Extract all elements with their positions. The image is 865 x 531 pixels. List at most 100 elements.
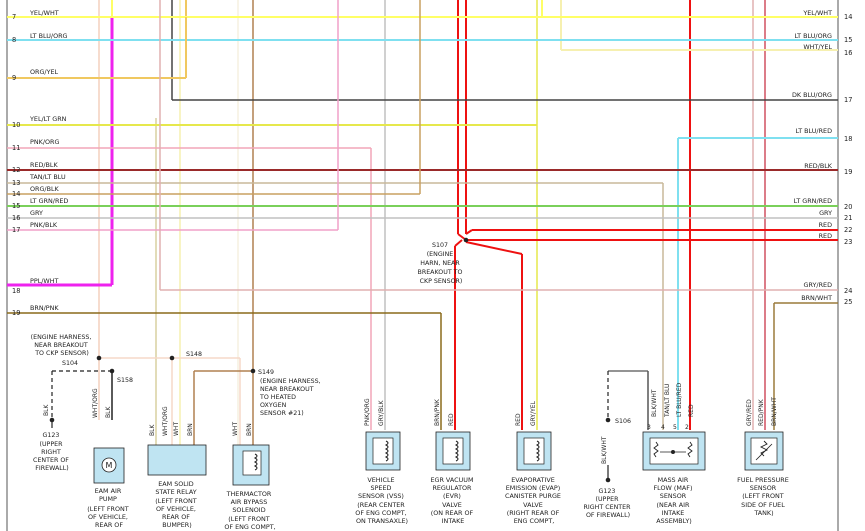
pin-label: BRN/PNK <box>434 398 441 426</box>
row-num-left: 15 <box>12 202 20 210</box>
pin-label: RED <box>515 413 522 426</box>
solenoid-coil-icon <box>535 440 540 462</box>
row-num-left: 14 <box>12 190 20 198</box>
pin-label: BLK/WHT <box>601 436 608 464</box>
row-num-right: 19 <box>844 168 852 176</box>
row-num-left: 16 <box>12 214 20 222</box>
sensor-coil-icon <box>384 440 389 462</box>
s106-label: S106 <box>615 418 631 425</box>
row-num-left: 13 <box>12 179 20 187</box>
splice-dots <box>49 237 611 423</box>
component-label: EAM AIR PUMP (LEFT FRONT OF VEHICLE, REA… <box>87 487 130 529</box>
pin-label: WHT/ORG <box>162 406 169 436</box>
pin-label: WHT/ORG <box>92 388 99 418</box>
eng-harness-note: (ENGINE HARNESS, NEAR BREAKOUT TO CKP SE… <box>31 334 94 357</box>
eam-air-pump: M EAM AIR PUMP (LEFT FRONT OF VEHICLE, R… <box>87 447 130 529</box>
egr-vacuum-regulator: EGR VACUUM REGULATOR (EVR) VALVE (ON REA… <box>430 431 475 525</box>
ground-symbols <box>51 420 611 483</box>
splice-notes: S107 (ENGINE HARN, NEAR BREAKOUT TO CKP … <box>31 242 633 519</box>
wire-label-right: LT GRN/RED <box>794 197 832 205</box>
pin-number: 5 <box>673 424 677 431</box>
component-label: MASS AIR FLOW (MAF) SENSOR (NEAR AIR INT… <box>654 476 695 525</box>
pin-labels: BLK WHT/ORG BLK BLK WHT/ORG WHT BRN WHT … <box>43 382 778 464</box>
pin-label: GRY/RED <box>746 399 753 426</box>
fuel-pressure-sensor: FUEL PRESSURE SENSOR (LEFT FRONT SIDE OF… <box>737 431 791 517</box>
row-num-left: 11 <box>12 144 20 152</box>
component-label: THERMACTOR AIR BYPASS SOLENOID (LEFT FRO… <box>224 490 275 531</box>
wire-label-left: PNK/ORG <box>30 138 59 146</box>
left-wire-labels: 7 YEL/WHT 8 LT BLU/ORG 9 ORG/YEL 10 YEL/… <box>12 9 68 317</box>
resistor-icon <box>653 441 659 458</box>
resistor-icon <box>687 441 693 458</box>
row-num-left: 7 <box>12 13 16 21</box>
wire-label-left: YEL/LT GRN <box>29 115 67 123</box>
pin-label: BRN/WHT <box>771 397 778 426</box>
wire-label-right: YEL/WHT <box>802 9 832 17</box>
variable-resistor-icon <box>759 440 769 457</box>
wire-label-left: ORG/BLK <box>30 185 60 193</box>
pin-label: BLK <box>149 424 156 436</box>
pin-label: BLK/WHT <box>651 389 658 417</box>
row-num-left: 10 <box>12 121 20 129</box>
wire-label-right: BRN/WHT <box>801 294 832 302</box>
row-num-right: 16 <box>844 49 852 57</box>
pin-label: BLK <box>105 406 112 418</box>
s107-note: S107 (ENGINE HARN, NEAR BREAKOUT TO CKP … <box>418 242 465 285</box>
s148-label: S148 <box>186 351 202 358</box>
right-wire-labels: YEL/WHT 14 LT BLU/ORG 15 WHT/YEL 16 DK B… <box>792 9 852 306</box>
wire-label-left: LT GRN/RED <box>30 197 68 205</box>
wire-label-right: LT BLU/ORG <box>795 32 833 40</box>
component-label: FUEL PRESSURE SENSOR (LEFT FRONT SIDE OF… <box>737 476 791 517</box>
wire-label-left: RED/BLK <box>30 161 58 169</box>
vertical-wires <box>98 0 775 445</box>
pin-label: BRN <box>246 423 253 436</box>
row-num-left: 18 <box>12 287 20 295</box>
pin-label: RED/PNK <box>758 398 765 426</box>
row-num-left: 19 <box>12 309 20 317</box>
g123-left-note: G123 (UPPER RIGHT CENTER OF FIREWALL) <box>33 432 71 472</box>
wire-label-left: PNK/BLK <box>30 221 58 229</box>
pin-label: RED <box>688 404 695 417</box>
component-label: EGR VACUUM REGULATOR (EVR) VALVE (ON REA… <box>430 476 475 525</box>
motor-symbol: M <box>106 461 113 470</box>
component-label: EVAPORATIVE EMISSION (EVAP) CANISTER PUR… <box>505 476 563 525</box>
pin-label: LT BLU/RED <box>676 382 683 417</box>
horizontal-wires <box>7 0 838 445</box>
s104-label: S104 <box>62 360 78 367</box>
wire-label-right: LT BLU/RED <box>796 127 833 135</box>
pin-number: 4 <box>661 424 665 431</box>
wire-label-left: YEL/WHT <box>29 9 59 17</box>
row-num-right: 20 <box>844 203 852 211</box>
pin-label: PNK/ORG <box>364 398 371 426</box>
wire-label-right: GRY/RED <box>804 281 833 289</box>
pin-number: 3 <box>647 424 651 431</box>
pin-label: BLK <box>43 404 50 416</box>
row-num-right: 22 <box>844 226 852 234</box>
wire-label-left: GRY <box>30 209 43 217</box>
motor-icon <box>101 457 117 473</box>
solenoid-coil-icon <box>454 440 459 462</box>
row-num-right: 17 <box>844 96 852 104</box>
s149-note: S149 (ENGINE HARNESS, NEAR BREAKOUT TO H… <box>258 369 323 417</box>
row-num-right: 18 <box>844 135 852 143</box>
row-num-right: 23 <box>844 238 852 246</box>
wire-label-right: RED <box>819 232 832 240</box>
wire-label-left: BRN/PNK <box>30 304 59 312</box>
pin-label: WHT <box>173 422 180 436</box>
g123-right-note: G123 (UPPER RIGHT CENTER OF FIREWALL) <box>584 488 633 519</box>
wire-label-right: RED <box>819 221 832 229</box>
wire-label-left: TAN/LT BLU <box>29 173 66 181</box>
wire-label-right: RED/BLK <box>804 162 832 170</box>
pin-label: WHT <box>232 422 239 436</box>
evap-canister-purge-valve: EVAPORATIVE EMISSION (EVAP) CANISTER PUR… <box>505 431 563 525</box>
row-num-left: 17 <box>12 226 20 234</box>
pin-number: 2 <box>685 424 689 431</box>
wire-label-right: GRY <box>819 209 832 217</box>
row-num-right: 14 <box>844 13 852 21</box>
s158-label: S158 <box>117 377 133 384</box>
vehicle-speed-sensor: VEHICLE SPEED SENSOR (VSS) (REAR CENTER … <box>355 431 408 525</box>
row-num-right: 21 <box>844 214 852 222</box>
component-label: EAM SOLID STATE RELAY (LEFT FRONT OF VEH… <box>155 480 198 529</box>
solenoid-coil-icon <box>253 453 258 471</box>
